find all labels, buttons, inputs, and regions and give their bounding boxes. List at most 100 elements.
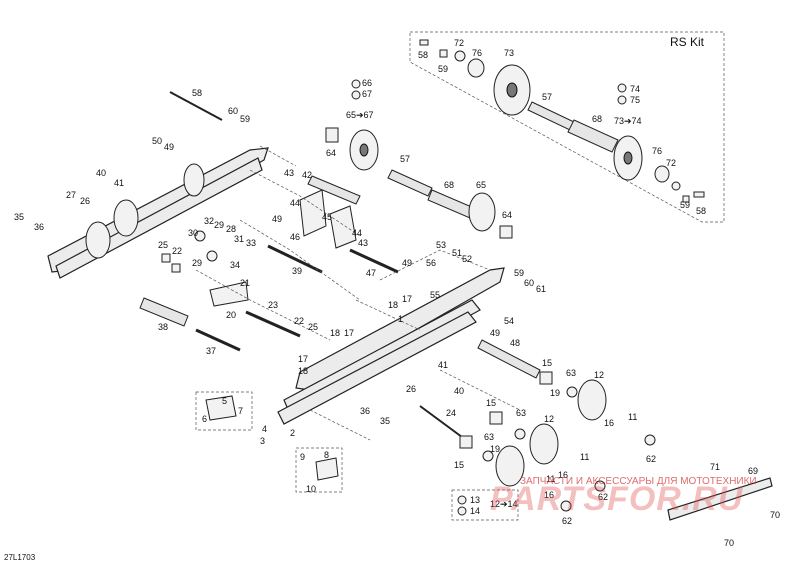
callout-36: 36 <box>360 406 370 416</box>
callout-18: 18 <box>388 300 398 310</box>
bearing-74-icon <box>617 83 627 93</box>
callout-64: 64 <box>502 210 512 220</box>
bushing-76b-drawing <box>654 165 670 183</box>
callout-17: 17 <box>402 294 412 304</box>
block-8-drawing <box>315 457 339 481</box>
seal-63c-drawing <box>482 450 494 462</box>
callout-62: 62 <box>598 492 608 502</box>
callout-64: 64 <box>326 148 336 158</box>
callout-17: 17 <box>298 354 308 364</box>
detail-frame-12-14 <box>451 489 519 521</box>
callout-44: 44 <box>290 198 300 208</box>
detail-frame-5-7 <box>195 391 253 431</box>
callout-11: 11 <box>546 474 555 484</box>
callout-14: 14 <box>470 506 480 516</box>
callout-56: 56 <box>426 258 436 268</box>
callout-31: 31 <box>234 234 244 244</box>
callout-48: 48 <box>510 338 520 348</box>
nut-59a-drawing <box>439 49 448 58</box>
callout-41: 41 <box>438 360 448 370</box>
callout-63: 63 <box>484 432 494 442</box>
callout-46: 46 <box>290 232 300 242</box>
cap-62b-drawing <box>594 480 606 492</box>
callout-63: 63 <box>516 408 526 418</box>
callout-12: 12 <box>594 370 604 380</box>
callout-7: 7 <box>238 406 243 416</box>
shaft-57-drawing <box>527 101 575 131</box>
callout-19: 19 <box>550 388 560 398</box>
callout-49: 49 <box>490 328 500 338</box>
callout-4: 4 <box>262 424 267 434</box>
callout-22: 22 <box>172 246 182 256</box>
callout-40: 40 <box>454 386 464 396</box>
spacer-29a-drawing <box>194 230 206 242</box>
wheel-7374-hub <box>623 151 633 165</box>
callout-26: 26 <box>80 196 90 206</box>
callout-45: 45 <box>322 212 332 222</box>
drive-wheel-12b <box>529 423 559 465</box>
callout-24: 24 <box>446 408 456 418</box>
callout-29: 29 <box>192 258 202 268</box>
callout-18: 18 <box>298 366 308 376</box>
callout-62: 62 <box>646 454 656 464</box>
callout-11: 11 <box>628 412 637 422</box>
callout-38: 38 <box>158 322 168 332</box>
upper-wheel-hub <box>359 143 369 157</box>
washer-72b-drawing <box>671 181 681 191</box>
cap-62c-drawing <box>560 500 572 512</box>
bearing-15c-drawing <box>459 435 473 449</box>
callout-30: 30 <box>188 228 198 238</box>
block-64a-drawing <box>325 127 339 143</box>
right-rail-assembly <box>205 267 773 521</box>
rs-kit-title: RS Kit <box>670 35 705 49</box>
callout-19: 19 <box>490 444 500 454</box>
left-idler-wheel-3 <box>183 163 205 197</box>
callout-65: 65 <box>476 180 486 190</box>
callout-57: 57 <box>542 92 552 102</box>
callout-44: 44 <box>352 228 362 238</box>
callout-58: 58 <box>418 50 428 60</box>
drawing-code: 27L1703 <box>4 553 36 562</box>
drive-wheel-1214 <box>495 445 525 487</box>
callout-51: 51 <box>452 248 462 258</box>
callout-36: 36 <box>34 222 44 232</box>
drive-wheel-12a <box>577 379 607 421</box>
bearing-15b-drawing <box>489 411 503 425</box>
callout-52: 52 <box>462 254 472 264</box>
callout-15: 15 <box>542 358 552 368</box>
left-idler-wheel-2 <box>113 199 139 237</box>
callout-76: 76 <box>652 146 662 156</box>
callout-74: 74 <box>630 84 640 94</box>
wheel-73-hub <box>506 82 518 98</box>
callout-59: 59 <box>438 64 448 74</box>
shaft-39-drawing <box>267 244 323 274</box>
cap-62a-drawing <box>644 434 656 446</box>
callout-3: 3 <box>260 436 265 446</box>
shaft-47-drawing <box>349 248 399 274</box>
callout-12: 12 <box>544 414 554 424</box>
rod-58-drawing <box>169 91 223 121</box>
callout-76: 76 <box>472 48 482 58</box>
callout-35: 35 <box>14 212 24 222</box>
callout-26: 26 <box>406 384 416 394</box>
callout-20: 20 <box>226 310 236 320</box>
callout-69: 69 <box>748 466 758 476</box>
callout-70: 70 <box>724 538 734 548</box>
callout-59: 59 <box>240 114 250 124</box>
callout-42: 42 <box>302 170 312 180</box>
callout-59: 59 <box>680 200 690 210</box>
shaft-23-drawing <box>245 310 301 338</box>
shaft-37-drawing <box>195 328 241 352</box>
callout-17: 17 <box>344 328 354 338</box>
spacer-68-drawing <box>567 119 619 153</box>
callout-75: 75 <box>630 95 640 105</box>
rs-kit-parts <box>419 39 705 203</box>
spacer-22-drawing <box>171 263 181 273</box>
washer-72a-drawing <box>454 50 466 62</box>
callout-29: 29 <box>214 220 224 230</box>
callout-68: 68 <box>444 180 454 190</box>
callout-25: 25 <box>158 240 168 250</box>
callout-61: 61 <box>536 284 546 294</box>
seal-63a-drawing <box>566 386 578 398</box>
shaft-57b-drawing <box>387 169 433 197</box>
